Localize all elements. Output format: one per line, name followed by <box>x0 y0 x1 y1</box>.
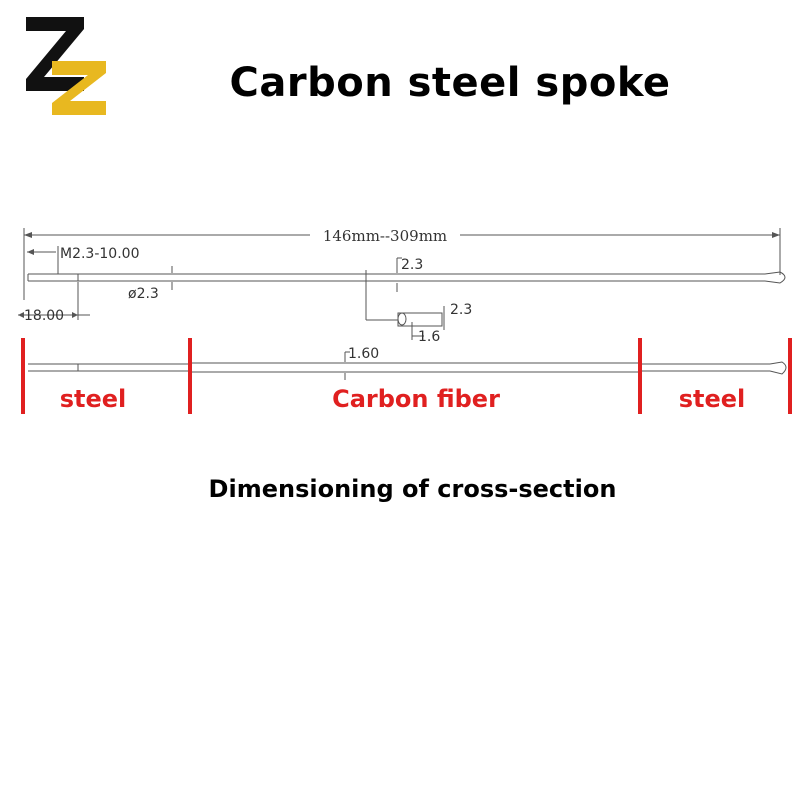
bottom-spoke-head <box>769 361 787 375</box>
section-label-carbon-fiber: Carbon fiber <box>332 385 500 413</box>
overall-label-bg <box>310 226 460 244</box>
thread-length-arrow-right <box>72 312 78 318</box>
thread-length-label: 18.00 <box>24 308 64 324</box>
bottom-diameter-label: 1.60 <box>348 346 379 362</box>
section-label-steel-left: steel <box>60 385 127 413</box>
logo-gold-z <box>52 61 106 115</box>
spoke-head <box>764 271 786 284</box>
overall-arrow-right <box>772 232 780 238</box>
cross-section-width-label: 1.6 <box>418 329 440 345</box>
cross-section-height-label: 2.3 <box>450 302 472 318</box>
thread-length-arrow-left <box>18 312 24 318</box>
section-label-steel-right: steel <box>679 385 746 413</box>
head-dim-label: 2.3 <box>401 257 423 273</box>
cross-section-circle <box>397 312 407 326</box>
overall-arrow-left <box>24 232 32 238</box>
logo-black-z <box>26 17 84 91</box>
diameter-label: ø2.3 <box>128 286 159 302</box>
thread-spec-label: M2.3-10.00 <box>60 246 139 262</box>
overall-length-label: 146mm--309mm <box>323 227 447 245</box>
page-title: Carbon steel spoke <box>229 60 671 106</box>
caption: Dimensioning of cross-section <box>208 475 617 503</box>
thread-arrow-left <box>27 249 34 255</box>
zz-logo-icon <box>26 17 106 115</box>
